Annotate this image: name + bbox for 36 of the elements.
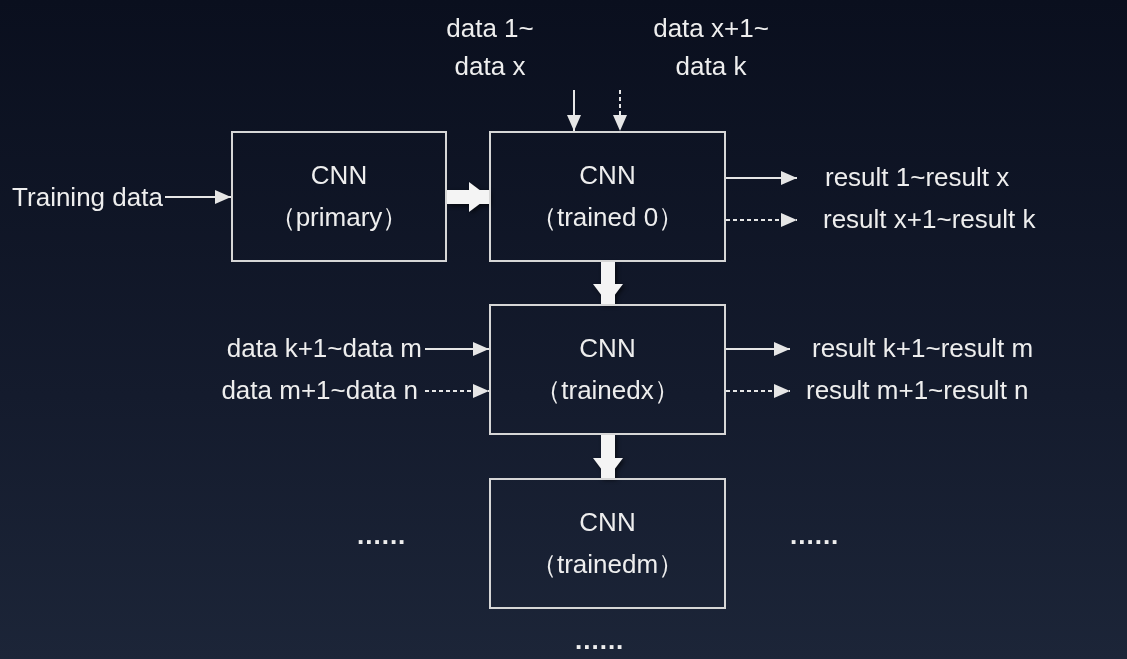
box-label: （trained 0）	[530, 200, 685, 234]
ellipsis-label: ......	[575, 625, 625, 656]
box-title: CNN	[579, 158, 636, 192]
block-arrow	[593, 435, 623, 478]
arrow	[725, 171, 798, 185]
data-label: result k+1~result m	[790, 329, 1115, 369]
box-label: （primary）	[269, 200, 409, 234]
process-box	[231, 131, 447, 262]
ellipsis-label: ......	[357, 520, 407, 551]
data-label: data x+1~ data k	[610, 6, 790, 90]
box-label: （trainedm）	[530, 547, 685, 581]
box-label: （trainedx）	[535, 373, 680, 407]
data-label: Training data	[10, 150, 165, 245]
process-box	[489, 304, 726, 435]
arrow	[725, 213, 798, 227]
box-title: CNN	[310, 158, 368, 192]
arrow	[424, 384, 490, 398]
data-label: result x+1~result k	[797, 200, 1117, 240]
box-title: CNN	[579, 331, 636, 365]
data-label: result m+1~result n	[790, 371, 1115, 411]
arrow	[424, 342, 490, 356]
arrow	[164, 190, 232, 204]
process-box	[489, 478, 726, 609]
process-box	[489, 131, 726, 262]
ellipsis-label: ......	[790, 520, 840, 551]
box-title: CNN	[579, 505, 636, 539]
data-label: data m+1~data n	[140, 371, 425, 411]
data-label: data k+1~data m	[140, 329, 425, 369]
data-label: data 1~ data x	[430, 6, 585, 90]
data-label: result 1~result x	[797, 158, 1117, 198]
arrow	[725, 384, 791, 398]
block-arrow	[447, 182, 489, 212]
arrow	[567, 89, 581, 132]
arrow	[725, 342, 791, 356]
arrow	[613, 89, 627, 132]
block-arrow	[593, 262, 623, 304]
